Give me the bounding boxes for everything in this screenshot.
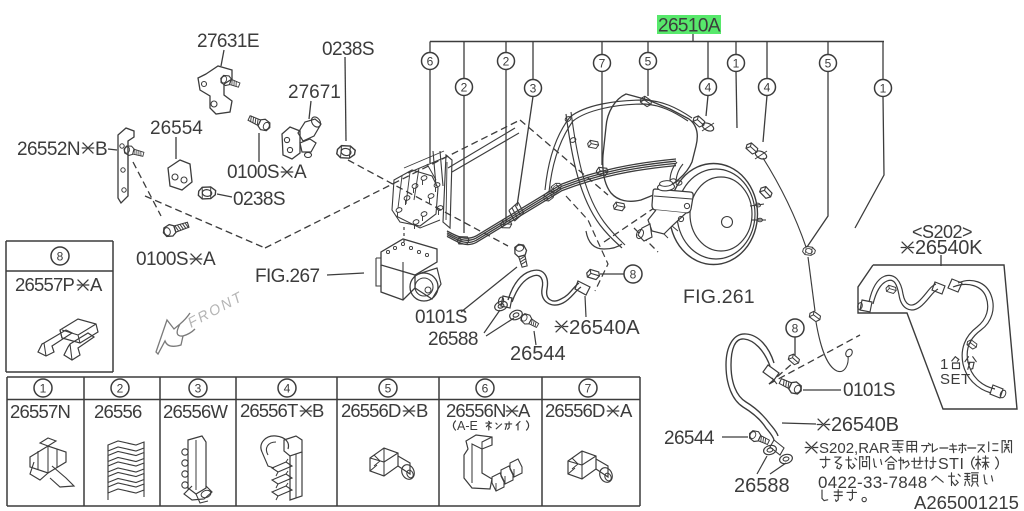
svg-text:FIG.261: FIG.261 — [683, 286, 755, 308]
svg-text:0422-33-7848: 0422-33-7848 — [818, 473, 927, 492]
svg-text:26588: 26588 — [734, 475, 790, 497]
svg-text:0100S: 0100S — [136, 249, 188, 270]
svg-text:0100S: 0100S — [227, 162, 279, 183]
svg-text:6: 6 — [427, 54, 434, 68]
svg-text:26540K: 26540K — [915, 237, 983, 259]
svg-text:27671: 27671 — [288, 82, 341, 103]
svg-text:2: 2 — [117, 381, 124, 395]
svg-text:3: 3 — [195, 381, 202, 395]
svg-text:6: 6 — [482, 381, 489, 395]
svg-text:STI: STI — [938, 456, 964, 473]
svg-text:A: A — [518, 400, 531, 421]
svg-text:<S202>: <S202> — [912, 222, 972, 242]
svg-text:26556D: 26556D — [341, 400, 401, 421]
svg-text:8: 8 — [630, 267, 637, 281]
svg-text:26556D: 26556D — [545, 400, 605, 421]
svg-text:26554: 26554 — [150, 118, 203, 139]
svg-text:1: 1 — [733, 56, 740, 70]
svg-text:26510A: 26510A — [658, 16, 721, 37]
svg-text:0238S: 0238S — [322, 39, 374, 60]
svg-text:26557P: 26557P — [15, 274, 74, 295]
svg-text:0238S: 0238S — [233, 189, 285, 210]
svg-text:1: 1 — [40, 381, 47, 395]
svg-text:26552N: 26552N — [17, 139, 80, 160]
svg-text:5: 5 — [825, 56, 832, 70]
svg-text:B: B — [312, 400, 324, 421]
svg-text:A265001215: A265001215 — [914, 492, 1019, 511]
svg-text:1: 1 — [940, 356, 948, 373]
svg-text:26556W: 26556W — [163, 401, 228, 422]
svg-text:A: A — [90, 274, 103, 295]
svg-text:1: 1 — [880, 81, 887, 95]
svg-text:26544: 26544 — [664, 428, 715, 449]
svg-text:2: 2 — [503, 54, 510, 68]
svg-text:4: 4 — [705, 80, 712, 94]
svg-text:5: 5 — [385, 381, 392, 395]
svg-text:FIG.267: FIG.267 — [255, 266, 319, 287]
svg-text:26540A: 26540A — [569, 316, 640, 339]
svg-text:0101S: 0101S — [843, 380, 895, 401]
svg-text:B: B — [416, 400, 428, 421]
svg-text:4: 4 — [764, 80, 771, 94]
svg-text:26588: 26588 — [428, 329, 478, 350]
svg-text:26557N: 26557N — [10, 401, 70, 422]
svg-text:S202,RAR: S202,RAR — [819, 440, 890, 457]
svg-text:A: A — [203, 249, 216, 270]
svg-text:8: 8 — [792, 321, 799, 335]
svg-text:4: 4 — [284, 381, 291, 395]
svg-text:A: A — [620, 400, 633, 421]
svg-text:7: 7 — [585, 381, 592, 395]
svg-text:0101S: 0101S — [415, 307, 467, 328]
svg-text:A-E: A-E — [457, 419, 478, 433]
svg-text:26540B: 26540B — [831, 414, 899, 436]
svg-text:26556N: 26556N — [446, 400, 505, 421]
svg-text:2: 2 — [461, 80, 468, 94]
svg-text:5: 5 — [645, 54, 652, 68]
svg-text:8: 8 — [57, 249, 64, 263]
svg-text:26556T: 26556T — [240, 400, 298, 421]
svg-text:3: 3 — [530, 81, 537, 95]
svg-text:26544: 26544 — [510, 343, 566, 365]
svg-text:27631E: 27631E — [197, 31, 259, 52]
svg-text:26556: 26556 — [94, 401, 142, 422]
svg-text:B: B — [95, 139, 107, 160]
svg-text:7: 7 — [599, 56, 606, 70]
svg-text:A: A — [294, 162, 307, 183]
svg-text:SET: SET — [940, 371, 971, 388]
